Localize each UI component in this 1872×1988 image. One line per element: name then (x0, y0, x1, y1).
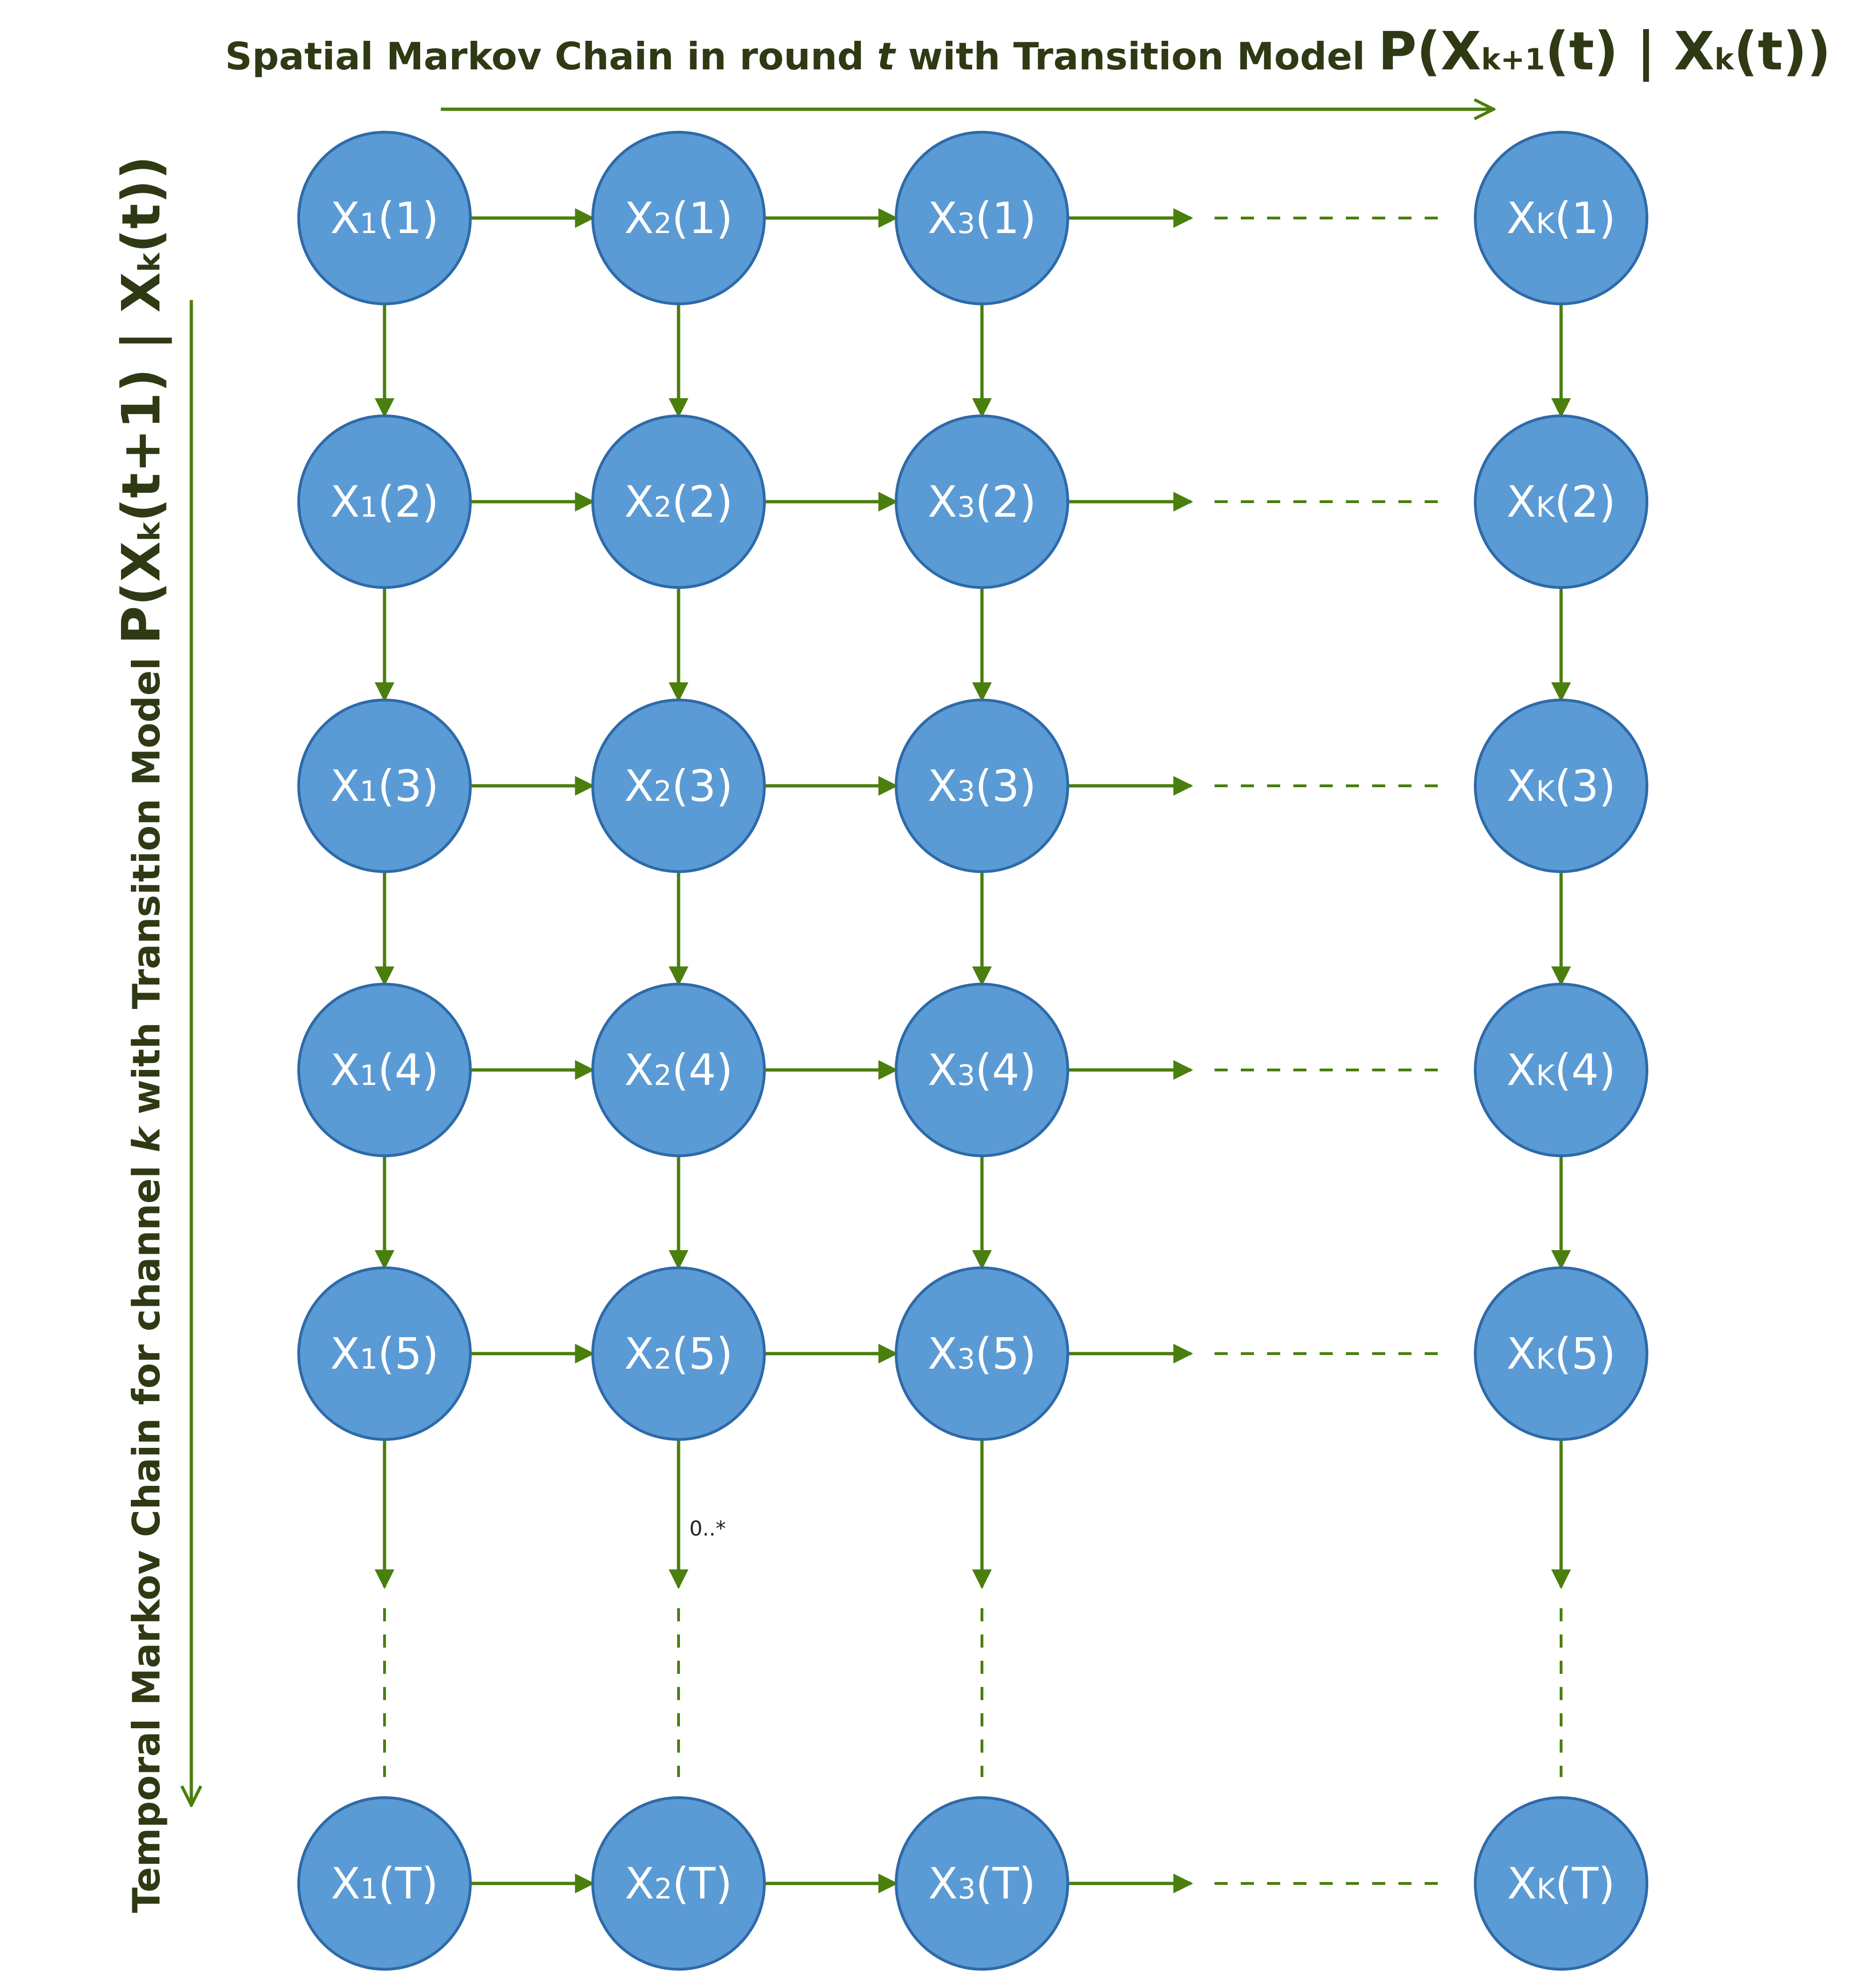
node-c1-rT: X1(T) (297, 1796, 472, 1971)
node-circle (591, 1796, 766, 1971)
node-circle (297, 131, 472, 305)
node-cK-r2: XK(2) (1474, 414, 1648, 589)
node-c1-r5: X1(5) (297, 1266, 472, 1441)
node-circle (591, 131, 766, 305)
node-circle (1474, 131, 1648, 305)
node-label: XK(2) (1507, 477, 1616, 527)
node-c1-r2: X1(2) (297, 414, 472, 589)
node-c1-r3: X1(3) (297, 699, 472, 873)
node-label: X1(5) (330, 1329, 439, 1379)
node-circle (895, 131, 1069, 305)
node-circle (591, 414, 766, 589)
node-label: X1(T) (331, 1859, 438, 1909)
node-circle (591, 699, 766, 873)
node-label: X3(2) (928, 477, 1036, 527)
node-circle (297, 1796, 472, 1971)
node-label: X2(5) (624, 1329, 733, 1379)
spatial-chain-title: Spatial Markov Chain in round t with Tra… (225, 21, 1831, 82)
temporal-chain-title: Temporal Markov Chain for channel k with… (111, 156, 172, 1913)
node-label: XK(4) (1507, 1045, 1616, 1095)
node-label: X3(5) (928, 1329, 1036, 1379)
node-c1-r1: X1(1) (297, 131, 472, 305)
node-cK-rT: XK(T) (1474, 1796, 1648, 1971)
node-c2-rT: X2(T) (591, 1796, 766, 1971)
node-c3-r1: X3(1) (895, 131, 1069, 305)
node-c2-r1: X2(1) (591, 131, 766, 305)
node-cK-r1: XK(1) (1474, 131, 1648, 305)
node-circle (1474, 1796, 1648, 1971)
node-circle (297, 699, 472, 873)
node-circle (297, 414, 472, 589)
node-label: X3(1) (928, 193, 1036, 243)
node-circle (591, 983, 766, 1157)
node-circle (895, 414, 1069, 589)
node-label: XK(1) (1507, 193, 1616, 243)
node-label: X3(4) (928, 1045, 1036, 1095)
node-c2-r4: X2(4) (591, 983, 766, 1157)
node-label: XK(5) (1507, 1329, 1616, 1379)
node-label: X1(1) (330, 193, 439, 243)
node-label: X3(3) (928, 761, 1036, 811)
node-circle (1474, 414, 1648, 589)
node-label: X2(2) (624, 477, 733, 527)
node-c3-rT: X3(T) (895, 1796, 1069, 1971)
nodes-layer: X1(1) X2(1) X3(1) XK(1) X1(2) X2(2) X3(2) XK(2)… (297, 131, 1648, 1971)
node-circle (895, 983, 1069, 1157)
node-circle (895, 699, 1069, 873)
node-cK-r4: XK(4) (1474, 983, 1648, 1157)
node-label: X2(3) (624, 761, 733, 811)
node-c3-r5: X3(5) (895, 1266, 1069, 1441)
node-label: XK(T) (1507, 1859, 1615, 1909)
node-cK-r3: XK(3) (1474, 699, 1648, 873)
node-c3-r4: X3(4) (895, 983, 1069, 1157)
node-c3-r3: X3(3) (895, 699, 1069, 873)
node-c2-r3: X2(3) (591, 699, 766, 873)
node-c2-r2: X2(2) (591, 414, 766, 589)
node-label: X1(2) (330, 477, 439, 527)
node-label: XK(3) (1507, 761, 1616, 811)
node-cK-r5: XK(5) (1474, 1266, 1648, 1441)
node-circle (895, 1796, 1069, 1971)
node-circle (1474, 983, 1648, 1157)
node-circle (895, 1266, 1069, 1441)
node-c3-r2: X3(2) (895, 414, 1069, 589)
edges-layer (375, 208, 1571, 1893)
node-circle (297, 1266, 472, 1441)
node-label: X3(T) (928, 1859, 1035, 1909)
node-label: X2(1) (624, 193, 733, 243)
node-c1-r4: X1(4) (297, 983, 472, 1157)
node-label: X2(4) (624, 1045, 733, 1095)
node-label: X1(4) (330, 1045, 439, 1095)
node-circle (1474, 699, 1648, 873)
node-circle (297, 983, 472, 1157)
node-circle (1474, 1266, 1648, 1441)
node-label: X2(T) (625, 1859, 732, 1909)
node-label: X1(3) (330, 761, 439, 811)
node-circle (591, 1266, 766, 1441)
multiplicity-label: 0..* (689, 1517, 726, 1541)
node-c2-r5: X2(5) (591, 1266, 766, 1441)
